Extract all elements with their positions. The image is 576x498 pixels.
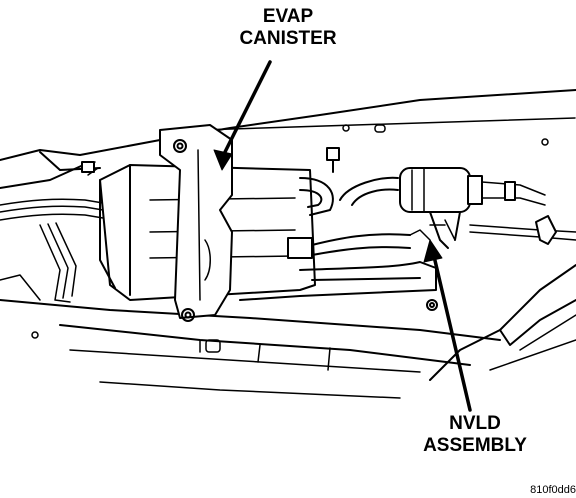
nvld-label-line-2: ASSEMBLY [423, 435, 527, 456]
nvld-label-line-1: NVLD [449, 413, 501, 434]
evap-canister-label: EVAP CANISTER [218, 6, 358, 50]
fuel-lines [0, 198, 116, 303]
nvld-assembly-label: NVLD ASSEMBLY [400, 413, 550, 457]
evap-canister-shape [99, 124, 334, 322]
mounting-bolts [81, 147, 438, 311]
evap-label-line-2: CANISTER [239, 28, 337, 49]
nvld-assembly-shape [399, 167, 576, 249]
vapor-hoses [239, 176, 437, 301]
floor-pan [0, 274, 501, 399]
evap-label-line-1: EVAP [262, 6, 314, 27]
leader-arrows [213, 60, 472, 412]
rear-structure [429, 264, 576, 381]
figure-id: 810f0dd6 [530, 484, 576, 496]
